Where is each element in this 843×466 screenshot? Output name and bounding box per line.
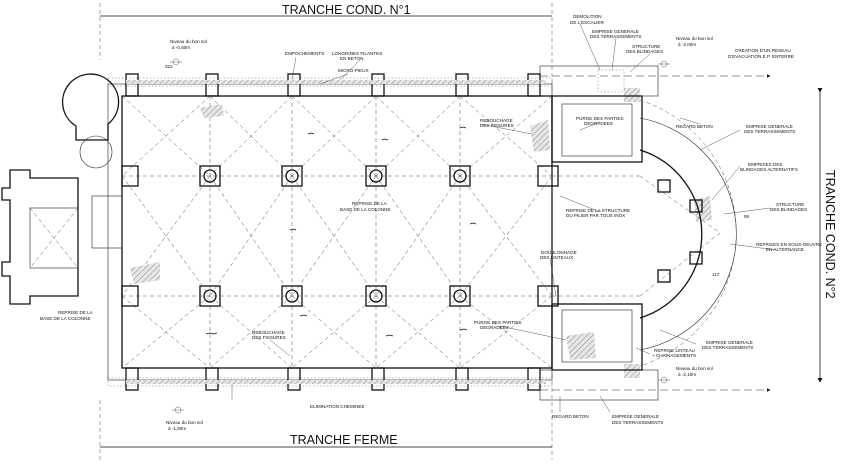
emprise-bottom-line1: EMPRISE GENERALE xyxy=(612,414,659,419)
niveau-tr-line2: à -2,00m xyxy=(678,42,696,47)
niveau-br-line1: Niveau du bon sol xyxy=(676,366,713,371)
structure-top-line2: DES BLINDAGES xyxy=(626,49,663,54)
reprise-linteau-line2: + CHAINAGEMENTS xyxy=(652,353,696,358)
reprise-pilier-line2: DU PILIER PAR TOUS INOX xyxy=(566,213,625,218)
purge-top-line1: PURGE DES PARTIES xyxy=(576,116,624,121)
rebouchage-top-line1: REBOUCHAGE xyxy=(480,118,513,123)
level-markers xyxy=(170,58,670,414)
hatched-zones xyxy=(130,88,712,378)
emprise-br-line1: EMPRISE GENERALE xyxy=(706,340,753,345)
emprise-right-line1: EMPRISE GENERALE xyxy=(746,124,793,129)
crack-marks xyxy=(205,126,477,337)
reprise-base-center-line1: REPRISE DE LA xyxy=(352,201,388,206)
column xyxy=(199,165,221,187)
reprise-pilier-line1: REPRISE DE LA STRUCTURE xyxy=(566,208,630,213)
tranche-cond-1-label: TRANCHE COND. N°1 xyxy=(282,3,411,17)
niveau-bl-line2: à -1,60m xyxy=(168,426,186,431)
creation-line1: CREATION D'UN RESEAU xyxy=(735,48,791,53)
rebouchage-bottom-line1: REBOUCHAGE xyxy=(252,330,285,335)
column xyxy=(449,285,471,307)
west-tower xyxy=(1,73,123,305)
doublonnage-line1: DOUBLONNAGE xyxy=(541,250,577,255)
purge-bottom-line1: PURGE DES PARTIES xyxy=(474,320,522,325)
columns xyxy=(121,165,559,307)
structure-top-line1: STRUCTURE xyxy=(632,44,660,49)
tranche-ferme-dimension: TRANCHE FERME xyxy=(99,400,552,460)
structure-right-line1: STRUCTURE xyxy=(776,202,804,207)
emprises-blind-line1: EMPRISES DES xyxy=(748,162,782,167)
emprise-right-line2: DES TERRASSEMENTS xyxy=(744,129,795,134)
reprises-line1: REPRISES EN SOUS-OEUVRE xyxy=(756,242,822,247)
emprise-top-line2: DES TERRASSEMENTS xyxy=(590,34,641,39)
column xyxy=(365,285,387,307)
doublonnage-line2: DES LINTEAUX xyxy=(540,255,573,260)
column xyxy=(449,165,471,187)
dim-322: 322 xyxy=(165,64,173,69)
creation-line2: D'EVACUATION E.P. ENTERRE xyxy=(728,54,794,59)
purge-bottom-line2: DEGRADEES xyxy=(480,325,509,330)
emprise-top-line1: EMPRISE GENERALE xyxy=(592,29,639,34)
emprises-blind-line2: BLINDAGES ALTERNATIFS xyxy=(740,167,798,172)
niveau-br-line2: à -2,10m xyxy=(678,372,696,377)
tranche-cond-1-dimension: TRANCHE COND. N°1 xyxy=(99,3,553,460)
niveau-tl-line2: à -0,60m xyxy=(172,45,190,50)
niveau-bl-line1: Niveau du bon sol xyxy=(166,420,203,425)
regard-top-label: REGARD BETON xyxy=(676,124,713,129)
dim-117: 117 xyxy=(712,272,720,277)
empochements-label: EMPOCHEMENTS xyxy=(285,51,324,56)
emprise-br-line2: DES TERRASSEMENTS xyxy=(702,345,753,350)
evacuation-network xyxy=(540,74,771,392)
longrines-line1: LONGRINES FILANTES xyxy=(332,51,382,56)
rebouchage-top-line2: DES FISSURES xyxy=(480,123,514,128)
micro-pieux-label: MICRO-PIEUX xyxy=(338,68,369,73)
purge-top-line2: DEGRADEES xyxy=(584,121,613,126)
reprise-base-left-line2: BASE DE LA COLONNE xyxy=(40,316,91,321)
niveau-tl-line1: Niveau du bon sol xyxy=(170,39,207,44)
column xyxy=(121,165,139,187)
tranche-ferme-label: TRANCHE FERME xyxy=(290,433,398,447)
demolition-line2: DE L'ESCALIER xyxy=(570,20,604,25)
reprise-base-center-line2: BASE DE LA COLONNE xyxy=(340,207,391,212)
structure-right-line2: DES BLINDAGES xyxy=(770,207,807,212)
tranche-cond-2-dimension: TRANCHE COND. N°2 xyxy=(817,88,837,383)
vault-lines xyxy=(121,95,553,369)
reprise-linteau-line1: REPRISE LINTEAU xyxy=(654,348,695,353)
column xyxy=(121,285,139,307)
annotations: Niveau du bon sol à -0,60m 322 EMPOCHEME… xyxy=(40,14,822,431)
regard-bottom-label: REGARD BETON xyxy=(552,414,589,419)
leader-lines xyxy=(231,23,777,413)
column xyxy=(199,285,221,307)
elimination-label: ELIMINATION CHEMINEE xyxy=(310,404,365,409)
emprise-bottom-line2: DES TERRASSEMENTS xyxy=(612,420,663,425)
column xyxy=(537,165,559,187)
column xyxy=(281,165,303,187)
longrines-line2: EN BETON xyxy=(340,56,363,61)
reprises-line2: EN ALTERNANCE xyxy=(766,247,804,252)
demolition-line1: DEMOLITION xyxy=(573,14,602,19)
rebouchage-bottom-line2: DES FISSURES xyxy=(252,335,286,340)
column xyxy=(365,165,387,187)
dim-95: 95 xyxy=(744,214,750,219)
niveau-tr-line1: Niveau du bon sol xyxy=(676,36,713,41)
column xyxy=(537,285,559,307)
column xyxy=(281,285,303,307)
tranche-cond-2-label: TRANCHE COND. N°2 xyxy=(823,170,837,299)
reprise-base-left-line1: REPRISE DE LA xyxy=(58,310,94,315)
